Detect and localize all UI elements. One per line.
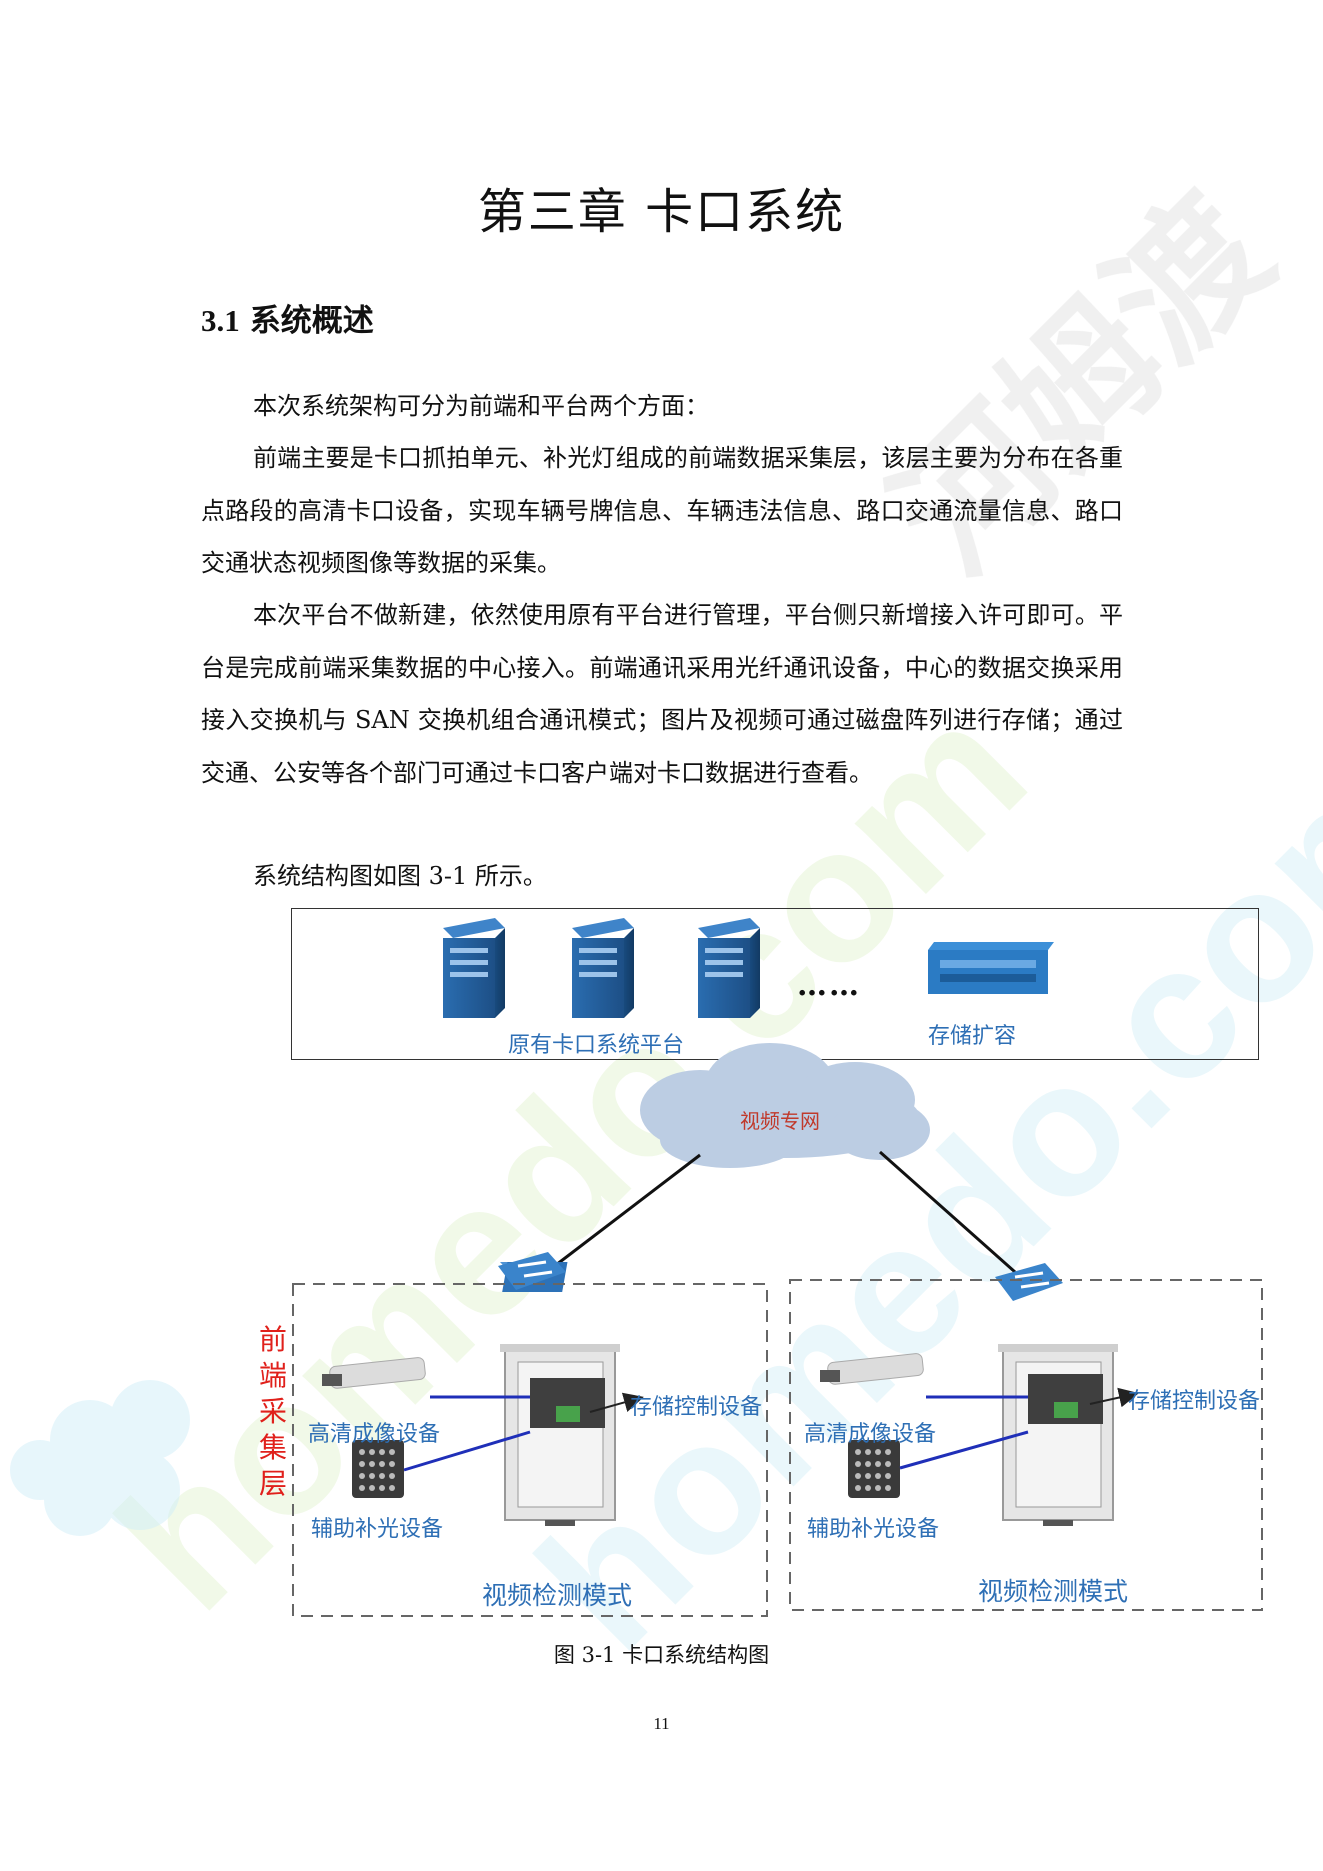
network-cloud-icon [640, 1043, 930, 1168]
right-mode-label: 视频检测模式 [978, 1577, 1129, 1606]
figure-caption: 图 3-1 卡口系统结构图 [553, 1643, 770, 1667]
server-icon [698, 918, 760, 1018]
fill-light-icon [352, 1440, 404, 1498]
section-title: 系统概述 [249, 303, 374, 339]
frontend-layer-label: 前 端 采 集 层 [258, 1323, 287, 1500]
section-number: 3.1 [201, 303, 240, 338]
network-switch-icon [498, 1252, 568, 1292]
hd-camera-icon [322, 1357, 426, 1389]
section-heading: 3.1 系统概述 [201, 295, 374, 340]
paragraph-4: 系统结构图如图 3-1 所示。 [253, 862, 547, 890]
chapter-title: 第三章 卡口系统 [477, 184, 846, 240]
left-mode-label: 视频检测模式 [482, 1581, 633, 1610]
hd-camera-icon [820, 1353, 924, 1385]
right-controller-label: 存储控制设备 [1128, 1389, 1261, 1414]
paragraph-2: 前端主要是卡口抓拍单元、补光灯组成的前端数据采集层，该层主要为分布在各重点路段的… [201, 444, 1123, 577]
equipment-cabinet-icon [500, 1344, 620, 1526]
fill-light-icon [848, 1440, 900, 1498]
storage-array-icon [928, 942, 1054, 994]
right-light-label: 辅助补光设备 [807, 1517, 940, 1542]
network-switch-icon [995, 1263, 1063, 1301]
paragraph-1: 本次系统架构可分为前端和平台两个方面： [253, 392, 709, 420]
left-light-label: 辅助补光设备 [311, 1517, 444, 1542]
server-icon [572, 918, 634, 1018]
server-icon [443, 918, 505, 1018]
right-camera-label: 高清成像设备 [804, 1422, 937, 1447]
page-number: 11 [653, 1714, 670, 1733]
paragraph-3: 本次平台不做新建，依然使用原有平台进行管理，平台侧只新增接入许可即可。平台是完成… [201, 601, 1123, 787]
network-label: 视频专网 [740, 1109, 820, 1133]
platform-label: 原有卡口系统平台 [508, 1033, 685, 1058]
left-controller-label: 存储控制设备 [630, 1395, 763, 1420]
storage-label: 存储扩容 [928, 1024, 1017, 1049]
left-camera-label: 高清成像设备 [308, 1422, 441, 1447]
ellipsis: …… [797, 968, 861, 1003]
